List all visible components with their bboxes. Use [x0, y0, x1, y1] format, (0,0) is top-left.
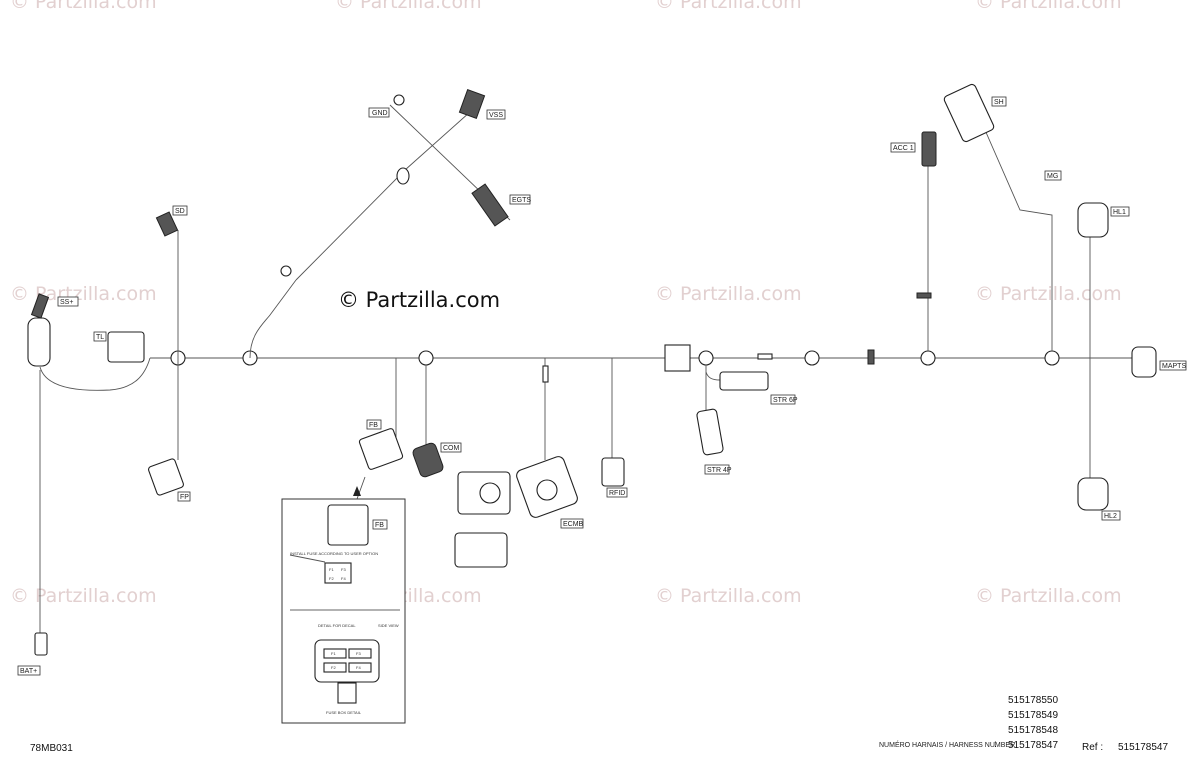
- connector-str4p: STR 4P: [696, 408, 732, 475]
- detail-fuse-pin: F4: [356, 665, 361, 670]
- connector-label: HL2: [1104, 513, 1117, 520]
- watermark-text: © Partzilla.com: [10, 0, 157, 13]
- connector-hl2: HL2: [1077, 477, 1121, 521]
- detail-fuse-pin: F2: [331, 665, 336, 670]
- detail-pin: F4: [341, 576, 346, 581]
- harness-number: 515178549: [1008, 710, 1058, 721]
- detail-fuse-pin: F3: [356, 651, 361, 656]
- main-trunk: [39, 344, 1135, 635]
- connector-label: GND: [372, 110, 388, 117]
- connector-label: STR 6P: [773, 397, 798, 404]
- copyright-text: © Partzilla.com: [338, 288, 500, 312]
- connector-label: EGTS: [512, 197, 531, 204]
- connector-ss: SS+: [27, 293, 79, 367]
- watermark-text: © Partzilla.com: [10, 585, 157, 607]
- connector-gnd: GND: [368, 94, 405, 118]
- drawing-code: 78MB031: [30, 743, 73, 754]
- detail-pin: F1: [329, 567, 334, 572]
- connector-ecmb: ECMB: [454, 456, 584, 568]
- detail-side-label: SIDE VIEW: [378, 623, 399, 628]
- connector-label: SD: [175, 208, 185, 215]
- watermark-text: © Partzilla.com: [655, 0, 802, 13]
- watermark-text: © Partzilla.com: [975, 585, 1122, 607]
- connector-com: COM: [412, 442, 462, 478]
- detail-pin: F3: [341, 567, 346, 572]
- harness-label: NUMÉRO HARNAIS / HARNESS NUMBER: [879, 740, 1015, 749]
- fuse-box-detail: FB INSTALL FUSE ACCORDING TO USER OPTION…: [281, 476, 406, 724]
- connector-label: MG: [1047, 173, 1058, 180]
- connector-label: FB: [369, 422, 378, 429]
- connector-sh: SH: [943, 83, 1007, 143]
- connector-label: COM: [443, 445, 460, 452]
- ref-label: Ref :: [1082, 742, 1103, 753]
- connector-inline: [280, 167, 410, 277]
- connector-vss: VSS: [458, 89, 506, 120]
- watermark-text: © Partzilla.com: [975, 283, 1122, 305]
- harness-separator: :: [994, 739, 997, 750]
- harness-number: 515178550: [1008, 695, 1058, 706]
- connector-label: ECMB: [563, 521, 584, 528]
- ref-value: 515178547: [1118, 742, 1168, 753]
- connector-bat: BAT+: [17, 632, 48, 676]
- harness-number: 515178548: [1008, 725, 1058, 736]
- connector-acc1: ACC 1: [890, 131, 937, 167]
- connector-hl1: HL1: [1077, 202, 1130, 238]
- detail-pin: F2: [329, 576, 334, 581]
- connector-str6p: STR 6P: [719, 371, 798, 405]
- watermark-text: © Partzilla.com: [10, 283, 157, 305]
- detail-fb-label: FB: [375, 522, 384, 529]
- watermark-text: © Partzilla.com: [335, 0, 482, 13]
- connector-label: RFID: [609, 490, 625, 497]
- detail-fuse-pin: F1: [331, 651, 336, 656]
- connector-label: SS+: [60, 299, 73, 306]
- connector-label: ACC 1: [893, 145, 914, 152]
- connector-label: TL: [96, 334, 104, 341]
- connector-fb: FB: [358, 419, 404, 470]
- connector-label: MAPTS: [1162, 363, 1186, 370]
- watermark-text: © Partzilla.com: [655, 585, 802, 607]
- connector-label: STR 4P: [707, 467, 732, 474]
- connector-mg: MG: [1044, 170, 1062, 181]
- connector-label: VSS: [489, 112, 503, 119]
- watermark-text: © Partzilla.com: [655, 283, 802, 305]
- connector-tl: TL: [93, 331, 145, 363]
- watermarks: © Partzilla.com © Partzilla.com © Partzi…: [10, 0, 1122, 607]
- watermark-text: © Partzilla.com: [975, 0, 1122, 13]
- connector-label: BAT+: [20, 668, 37, 675]
- detail-note: INSTALL FUSE ACCORDING TO USER OPTION: [290, 551, 378, 556]
- connector-fp: FP: [148, 458, 191, 502]
- connector-label: SH: [994, 99, 1004, 106]
- connector-sd: SD: [155, 205, 188, 237]
- connector-mapts: MAPTS: [1131, 346, 1186, 378]
- harness-number: 515178547: [1008, 740, 1058, 751]
- detail-fuse-caption: FUSE BOX DETAIL: [326, 710, 362, 715]
- connector-rfid: RFID: [601, 457, 628, 498]
- connector-label: HL1: [1113, 209, 1126, 216]
- connector-label: FP: [180, 494, 189, 501]
- detail-section-label: DETAIL FOR DECAL: [318, 623, 356, 628]
- connector-egts: EGTS: [471, 183, 531, 227]
